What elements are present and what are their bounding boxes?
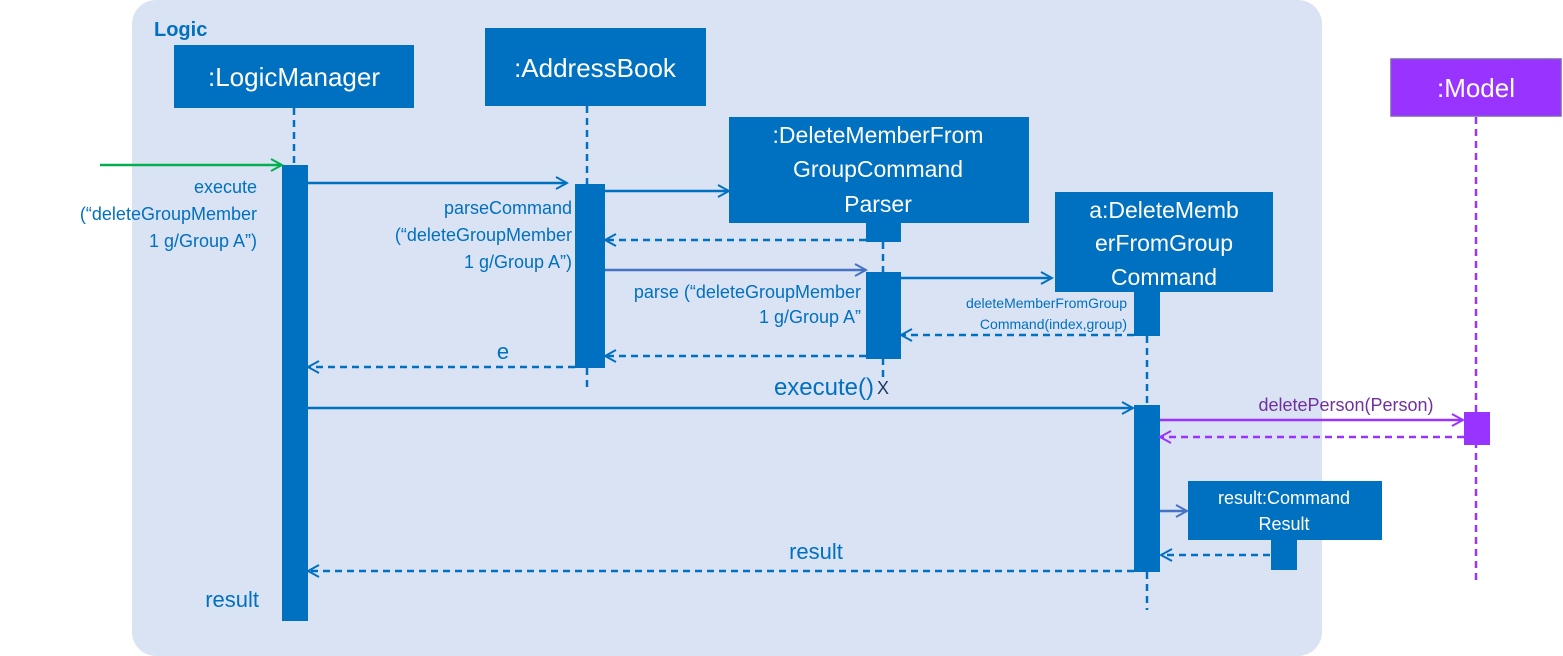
participant-parser: :DeleteMemberFrom GroupCommand Parser	[729, 117, 1029, 223]
command-result-label-line1: result:Command	[1218, 488, 1350, 508]
command-result-label-line2: Result	[1258, 514, 1309, 534]
participant-logic-manager: :LogicManager	[174, 45, 414, 108]
execute-in-line3: 1 g/Group A”)	[149, 231, 257, 251]
parse-command-line2: (“deleteGroupMember	[395, 225, 572, 245]
create-command-line2: Command(index,group)	[980, 316, 1127, 332]
execute-call-label: execute()	[774, 374, 874, 401]
delete-person-label: deletePerson(Person)	[1258, 395, 1433, 415]
activation-command-top	[1134, 292, 1160, 336]
execute-in-line2: (“deleteGroupMember	[80, 204, 257, 224]
participant-address-book: :AddressBook	[485, 28, 706, 106]
address-book-label: :AddressBook	[514, 53, 677, 83]
destroy-marker: X	[877, 378, 889, 398]
parser-label-line1: :DeleteMemberFrom	[773, 122, 984, 148]
activation-parser-top	[866, 223, 901, 242]
parse-line2: 1 g/Group A”	[759, 307, 861, 327]
parse-line1: parse (“deleteGroupMember	[634, 282, 861, 302]
frame-label: Logic	[154, 19, 207, 41]
participant-command: a:DeleteMemb erFromGroup Command	[1055, 192, 1273, 292]
parser-label-line2: GroupCommand	[793, 156, 963, 182]
command-label-line2: erFromGroup	[1095, 230, 1233, 256]
model-label: :Model	[1437, 73, 1515, 103]
activation-model	[1464, 412, 1490, 445]
parser-label-line3: Parser	[844, 191, 912, 217]
return-result-label: result	[789, 539, 843, 564]
final-result-label: result	[205, 587, 259, 612]
activation-parser	[866, 272, 901, 359]
execute-in-line1: execute	[194, 177, 257, 197]
logic-manager-label: :LogicManager	[208, 62, 380, 92]
activation-logic-manager	[282, 165, 308, 621]
return-e-label: e	[497, 339, 509, 364]
activation-command-result	[1271, 540, 1297, 570]
parse-command-line1: parseCommand	[444, 198, 572, 218]
participant-command-result: result:Command Result	[1188, 481, 1382, 540]
command-label-line1: a:DeleteMemb	[1089, 197, 1239, 223]
activation-address-book	[575, 184, 605, 368]
parse-command-line3: 1 g/Group A”)	[464, 252, 572, 272]
activation-command	[1134, 405, 1160, 572]
participant-model: :Model	[1390, 58, 1562, 117]
command-label-line3: Command	[1111, 264, 1217, 290]
create-command-line1: deleteMemberFromGroup	[966, 295, 1127, 311]
